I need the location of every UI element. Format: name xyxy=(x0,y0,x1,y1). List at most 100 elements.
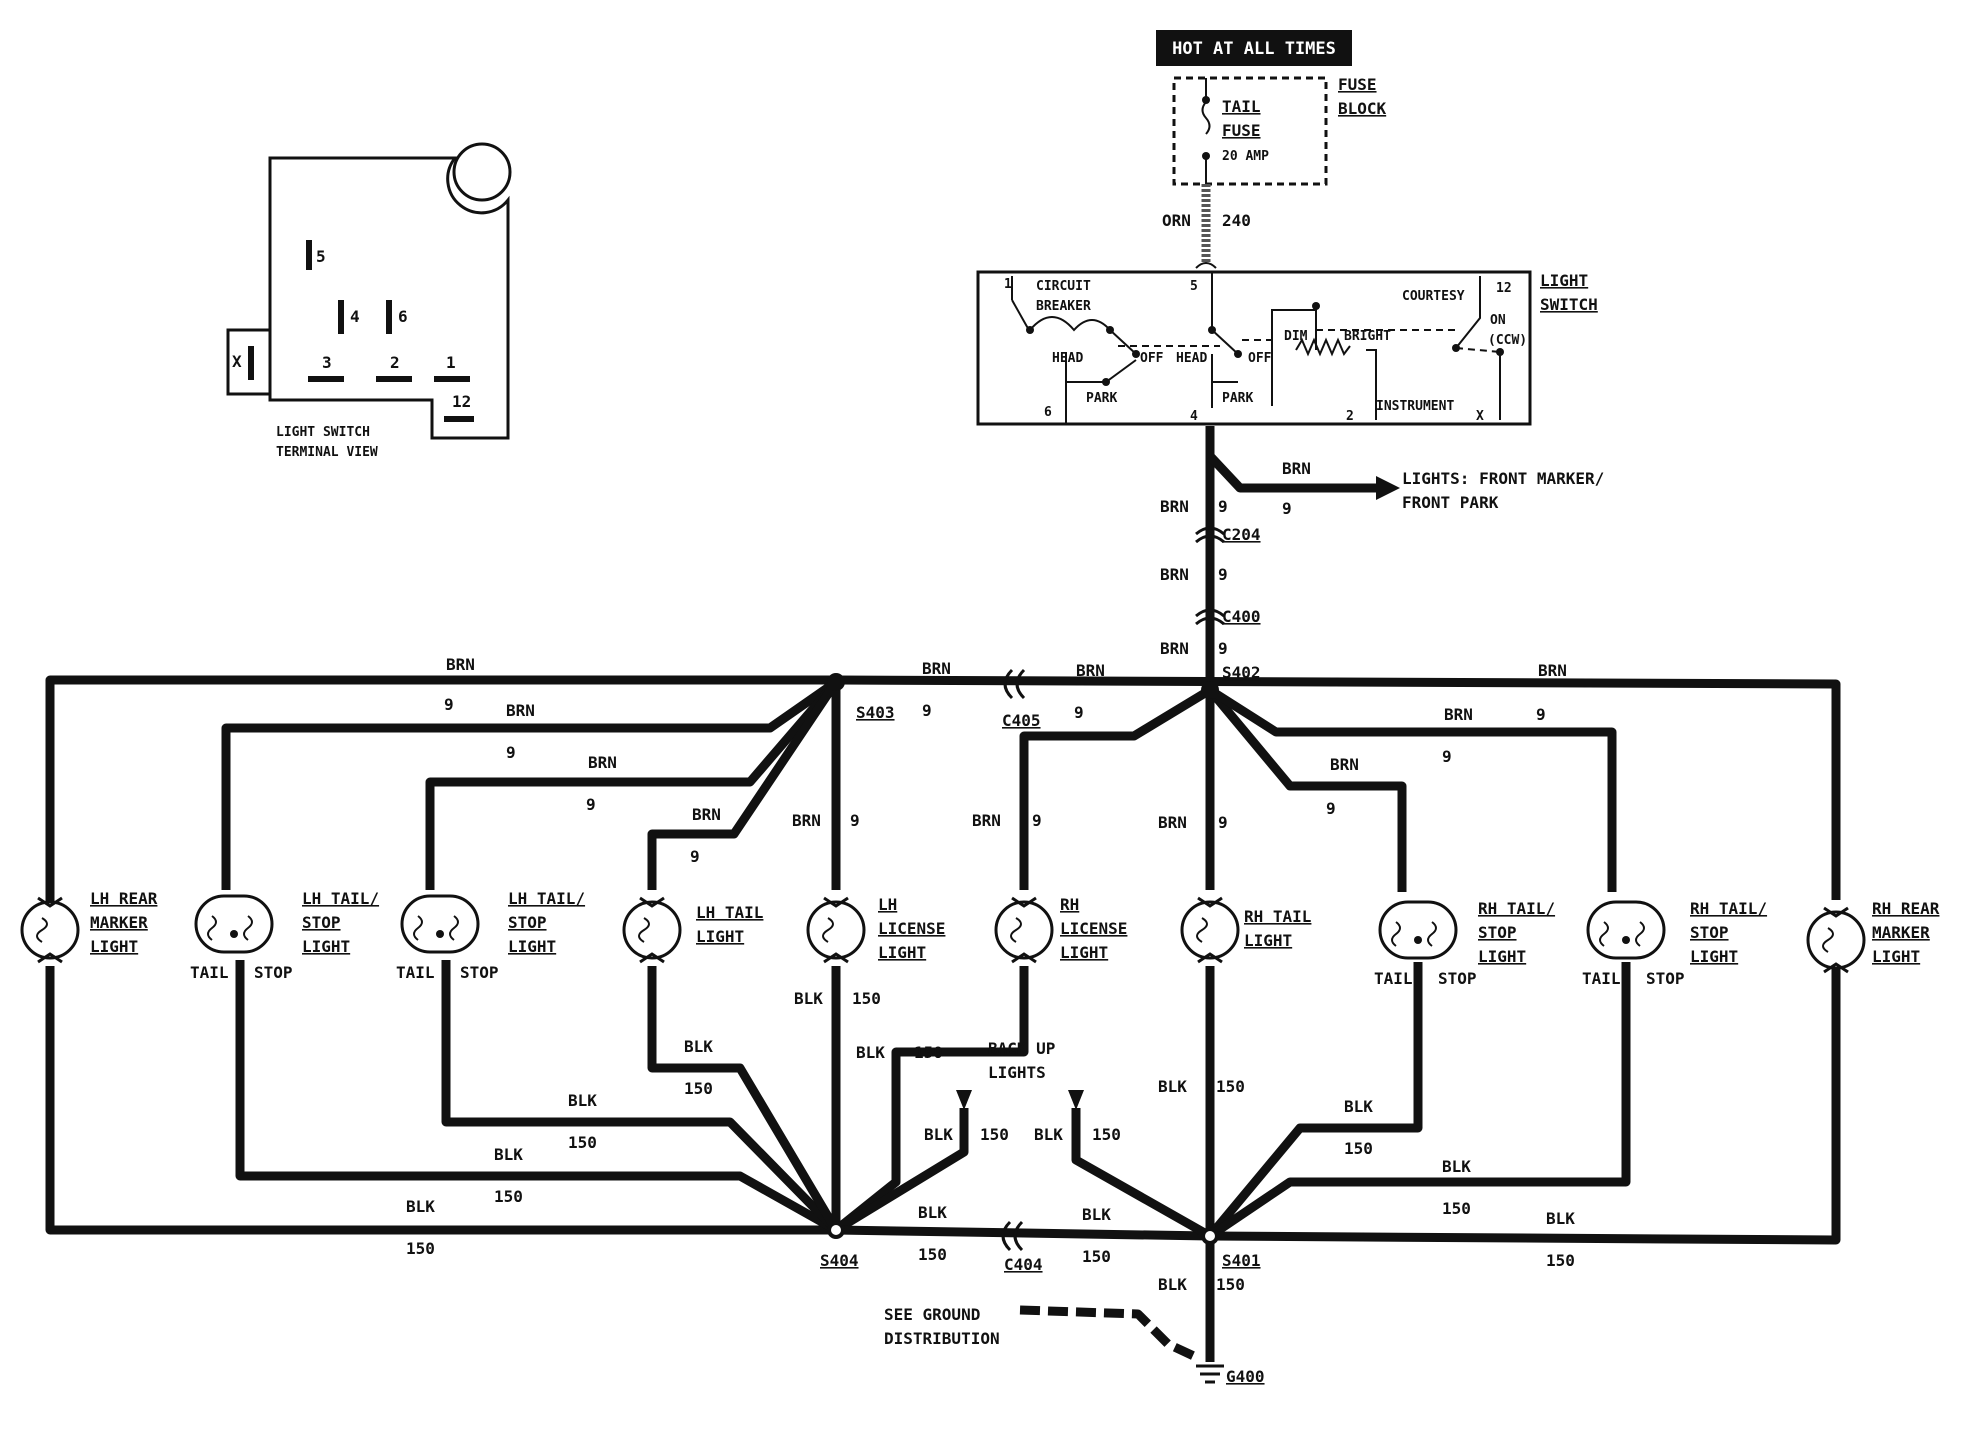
nine-label: 9 xyxy=(1074,703,1084,722)
rh_ts2-filament-tail xyxy=(1599,921,1609,947)
terminal-1-label: 1 xyxy=(446,353,456,372)
blk-label: BLK xyxy=(684,1037,713,1056)
brn-label: BRN xyxy=(588,753,617,772)
rh_marker-terminal-bottom xyxy=(1823,962,1849,974)
lh-ts1-return xyxy=(235,960,839,1234)
terminal-x-label: X xyxy=(232,352,242,371)
courtesy-label: COURTESY xyxy=(1402,289,1465,304)
blk-label: BLK xyxy=(1442,1157,1471,1176)
c150-label: 150 xyxy=(852,989,881,1008)
brn-label: BRN xyxy=(922,659,951,678)
c150-label: 150 xyxy=(1082,1247,1111,1266)
lh_ts2-label-line-1: LH TAIL/ xyxy=(508,889,585,908)
lh_lic-lamp-symbol xyxy=(806,900,866,960)
lh_ts1-tail-terminal-label: TAIL xyxy=(190,963,229,982)
rh_marker-label-line-1: RH REAR xyxy=(1872,899,1940,918)
on-label: ON xyxy=(1490,313,1506,328)
lh_marker-terminal-top xyxy=(37,896,63,908)
c404-mark xyxy=(1013,1220,1024,1252)
lh-ts1-feed xyxy=(221,678,839,890)
lh-ts2-feed xyxy=(425,679,840,890)
lh_marker-label-line-1: LH REAR xyxy=(90,889,158,908)
connector-mark xyxy=(1195,526,1225,536)
brn-label: BRN xyxy=(972,811,1001,830)
nine-label: 9 xyxy=(444,695,454,714)
off-label-1: OFF xyxy=(1140,351,1164,366)
c204-label: C204 xyxy=(1222,525,1261,544)
rh_ts2-lamp-symbol xyxy=(1586,900,1666,960)
lh-tail-return xyxy=(647,966,840,1233)
ground-symbol xyxy=(1196,1364,1224,1384)
rh_ts1-label-line-1: RH TAIL/ xyxy=(1478,899,1555,918)
blk-label: BLK xyxy=(1034,1125,1063,1144)
fuse-block-label-1: FUSE xyxy=(1338,75,1377,94)
dim-label: DIM xyxy=(1284,329,1308,344)
splice-dot-center xyxy=(1205,1231,1215,1241)
c150-label: 150 xyxy=(1344,1139,1373,1158)
rh_marker-label-line-3: LIGHT xyxy=(1872,947,1920,966)
c150-label: 150 xyxy=(914,1043,943,1062)
terminal-4-label: 4 xyxy=(350,307,360,326)
ground-distribution-link xyxy=(1019,1305,1200,1363)
backup-lights-label-2: LIGHTS xyxy=(988,1063,1046,1082)
c404-label: C404 xyxy=(1004,1255,1043,1274)
head-label-2: HEAD xyxy=(1176,351,1207,366)
blk-label: BLK xyxy=(1158,1077,1187,1096)
backup-rh-arrow xyxy=(1068,1090,1084,1110)
c405-mark xyxy=(1003,668,1014,700)
front-lights-label-1: LIGHTS: FRONT MARKER/ xyxy=(1402,469,1604,488)
lh_lic-label-line-3: LIGHT xyxy=(878,943,926,962)
c150-label: 150 xyxy=(406,1239,435,1258)
connector-mark xyxy=(1195,616,1225,626)
c150-label: 150 xyxy=(1216,1077,1245,1096)
brn-label: BRN xyxy=(1076,661,1105,680)
lh_tail-label-line-1: LH TAIL xyxy=(696,903,763,922)
c150-label: 150 xyxy=(980,1125,1009,1144)
lh_tail-terminal-top xyxy=(639,896,665,908)
lh-marker-return xyxy=(45,966,836,1235)
lh_ts1-label-line-3: LIGHT xyxy=(302,937,350,956)
pin-4-label: 4 xyxy=(1190,409,1198,424)
connector-mark xyxy=(1195,608,1225,618)
lh_lic-terminal-top xyxy=(823,896,849,908)
bright-label: BRIGHT xyxy=(1344,329,1391,344)
rh_ts2-tail-terminal-label: TAIL xyxy=(1582,969,1621,988)
lh_lic-label-line-1: LH xyxy=(878,895,897,914)
tail-fuse-label-1: TAIL xyxy=(1222,97,1261,116)
nine-front-label: 9 xyxy=(1282,499,1292,518)
terminal-12-label: 12 xyxy=(452,392,471,411)
rh_tail-label-line-2: LIGHT xyxy=(1244,931,1292,950)
lh_marker-label-line-2: MARKER xyxy=(90,913,148,932)
circuit-breaker-label-2: BREAKER xyxy=(1036,299,1091,314)
rh_ts2-label-line-2: STOP xyxy=(1690,923,1729,942)
s402-label: S402 xyxy=(1222,663,1261,682)
front-lights-branch xyxy=(1206,452,1378,493)
park-label-1: PARK xyxy=(1086,391,1117,406)
lh_ts1-filament-joint xyxy=(230,930,238,938)
c150-label: 150 xyxy=(568,1133,597,1152)
rh-ts1-feed xyxy=(1206,687,1407,892)
brn-label: BRN xyxy=(1444,705,1473,724)
lh_ts2-label-line-2: STOP xyxy=(508,913,547,932)
pin-6-label: 6 xyxy=(1044,405,1052,420)
pin-x-label: X xyxy=(1476,409,1484,424)
lh_tail-terminal-bottom xyxy=(639,952,665,964)
rh_tail-lamp-symbol xyxy=(1180,900,1240,960)
light-switch-title-2: SWITCH xyxy=(1540,295,1598,314)
nine-main-label-3: 9 xyxy=(1218,639,1228,658)
pin-2-label: 2 xyxy=(1346,409,1354,424)
lh_lic-terminal-bottom xyxy=(823,952,849,964)
terminal-view-caption-2: TERMINAL VIEW xyxy=(276,445,378,460)
light-switch-title-1: LIGHT xyxy=(1540,271,1588,290)
rh_lic-label-line-1: RH xyxy=(1060,895,1079,914)
s401-label: S401 xyxy=(1222,1251,1261,1270)
fuse-rating-label: 20 AMP xyxy=(1222,149,1269,164)
splice-dot-center xyxy=(831,1225,841,1235)
rh_lic-lamp-symbol xyxy=(994,900,1054,960)
rh_ts2-filament-joint xyxy=(1622,936,1630,944)
backup-rh-return xyxy=(1071,1108,1213,1240)
lh_ts1-label-line-1: LH TAIL/ xyxy=(302,889,379,908)
head-label-1: HEAD xyxy=(1052,351,1083,366)
pin-12-label: 12 xyxy=(1496,281,1512,296)
